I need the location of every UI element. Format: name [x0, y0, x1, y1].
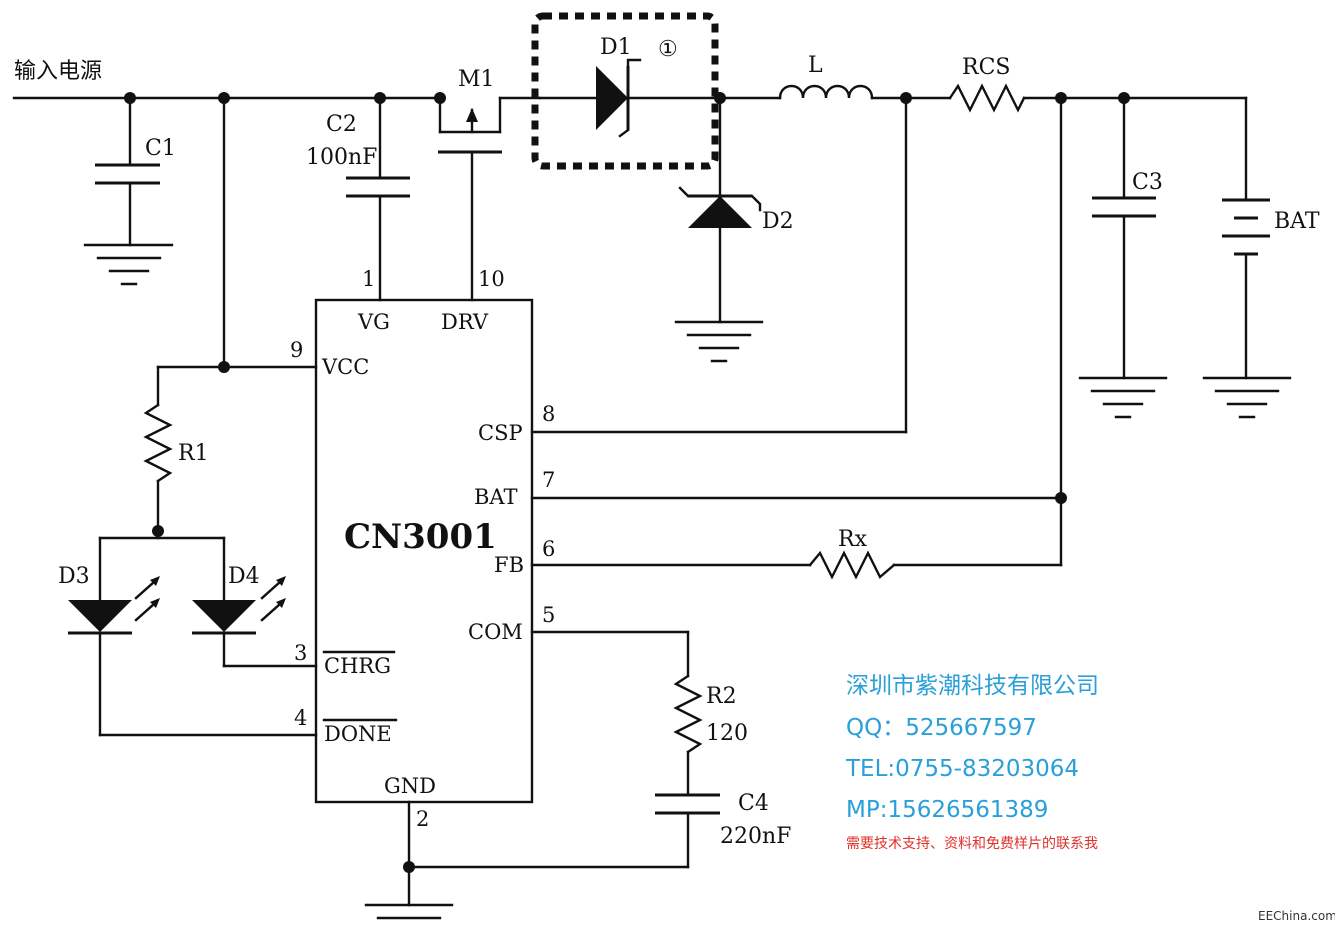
pin-chrg-number: 3	[294, 641, 307, 665]
ground-symbol-c1	[83, 243, 174, 286]
pin-drv-number: 10	[478, 267, 505, 291]
d1-marker: ①	[658, 37, 678, 62]
d3-label: D3	[58, 564, 90, 589]
bat-sense-wire	[530, 96, 1063, 567]
r1-label: R1	[178, 441, 209, 466]
ground-symbol-bat	[1202, 376, 1292, 419]
capacitor-c1	[95, 96, 160, 247]
capacitor-c2	[346, 96, 410, 302]
c2-value: 100nF	[306, 145, 377, 170]
c2-label: C2	[326, 112, 357, 137]
r2-label: R2	[706, 684, 737, 709]
battery-bat	[1222, 96, 1270, 380]
resistor-rx	[808, 550, 896, 580]
watermark: EEChina.com	[1258, 909, 1335, 923]
battery-label: BAT	[1274, 209, 1320, 234]
chip-ground	[364, 800, 454, 920]
c4-value: 220nF	[720, 824, 791, 849]
csp-wire	[530, 96, 908, 434]
rcs-label: RCS	[962, 55, 1010, 80]
company-tel: TEL:0755-83203064	[845, 756, 1079, 782]
pin-bat-number: 7	[542, 468, 555, 492]
d1-highlight-box	[531, 12, 719, 170]
m1-label: M1	[458, 67, 495, 92]
rx-label: Rx	[838, 527, 868, 552]
company-note: 需要技术支持、资料和免费样片的联系我	[846, 836, 1098, 852]
diode-d2	[678, 96, 762, 324]
resistor-r1	[98, 403, 226, 540]
d4-label: D4	[228, 564, 260, 589]
inductor-label: L	[808, 53, 823, 78]
inductor-l	[778, 84, 874, 100]
c4-label: C4	[738, 791, 769, 816]
pin-fb-number: 6	[542, 537, 555, 561]
pin-done-number: 4	[294, 706, 307, 730]
pin-com-number: 5	[542, 603, 555, 627]
pin-vg-label: VG	[357, 310, 390, 334]
pin-vcc-label: VCC	[321, 355, 369, 379]
junction-dots	[124, 92, 1130, 873]
diode-d1	[538, 58, 722, 138]
ground-symbol-c3	[1078, 376, 1168, 419]
led-d3	[68, 536, 318, 737]
mosfet-m1	[438, 96, 502, 302]
pin-vg-number: 1	[362, 267, 375, 291]
resistor-rcs	[948, 83, 1026, 113]
com-compensation-network	[407, 630, 720, 869]
input-power-label: 输入电源	[14, 59, 102, 84]
d2-label: D2	[762, 209, 794, 234]
pin-csp-label: CSP	[478, 421, 523, 445]
d1-label: D1	[600, 35, 632, 60]
chip-cn3001	[314, 298, 534, 804]
pin-gnd-number: 2	[416, 807, 429, 831]
pin-gnd-label: GND	[384, 774, 436, 798]
pin-csp-number: 8	[542, 402, 555, 426]
c1-label: C1	[145, 136, 176, 161]
pin-chrg-label: CHRG	[324, 654, 391, 678]
r2-value: 120	[706, 721, 748, 746]
company-qq: QQ：525667597	[846, 715, 1037, 741]
capacitor-c3	[1092, 96, 1156, 380]
pin-done-label: DONE	[324, 722, 392, 746]
pin-drv-label: DRV	[441, 310, 489, 334]
c3-label: C3	[1132, 170, 1163, 195]
led-d4	[192, 536, 318, 668]
chip-name: CN3001	[344, 517, 497, 557]
company-name: 深圳市紫潮科技有限公司	[846, 673, 1099, 699]
vcc-branch-wires	[156, 96, 318, 407]
pin-vcc-number: 9	[290, 338, 303, 362]
company-mp: MP:15626561389	[846, 797, 1048, 823]
pin-bat-label: BAT	[474, 485, 517, 509]
pin-com-label: COM	[468, 620, 523, 644]
ground-symbol-d2	[674, 320, 764, 363]
pin-fb-label: FB	[494, 553, 524, 577]
